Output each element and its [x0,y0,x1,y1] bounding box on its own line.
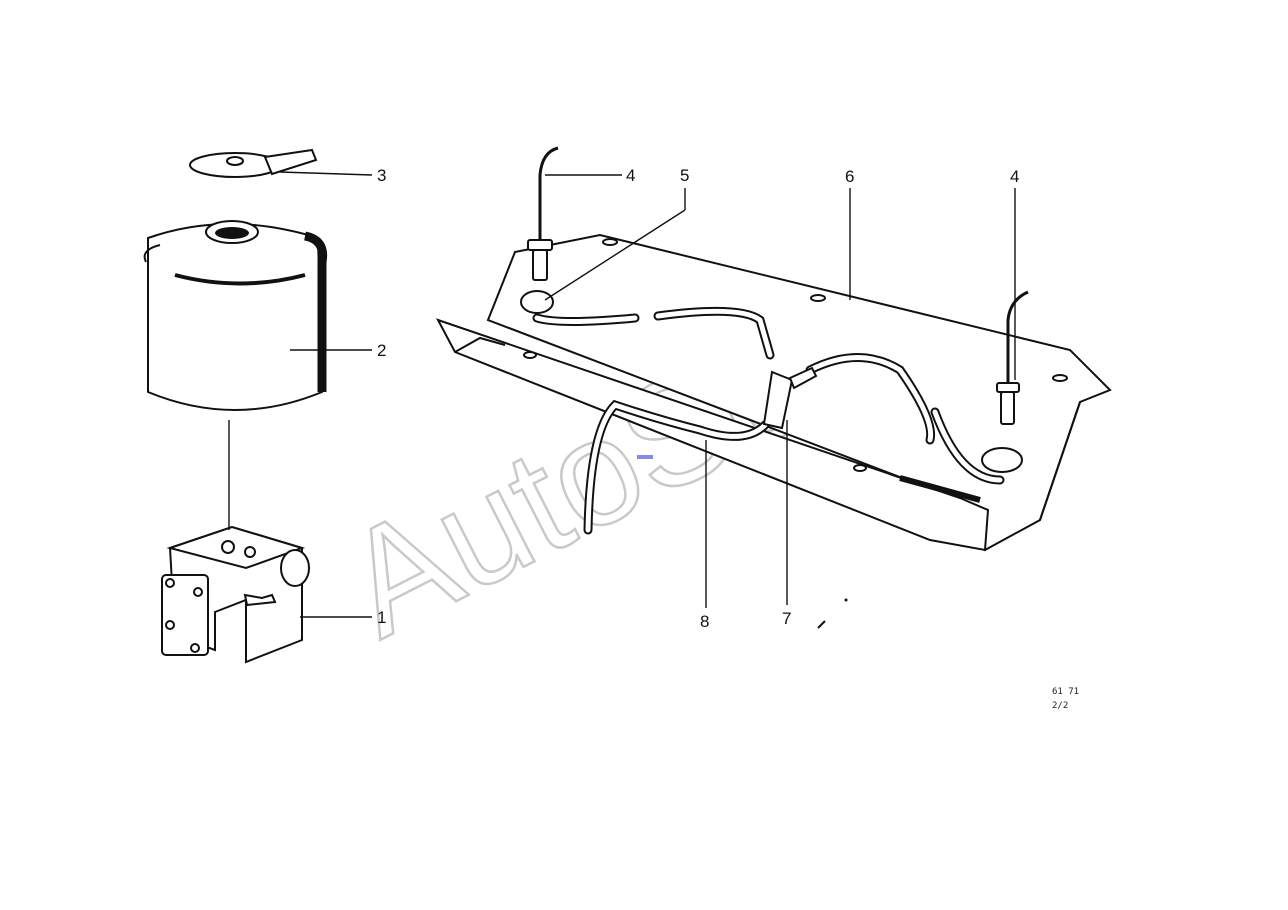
part-3-cover-plate [189,148,318,178]
callout-1: 1 [377,608,386,627]
callout-3: 3 [377,166,386,185]
page-number: 2/2 [1052,701,1068,711]
part-2-reservoir [143,220,328,411]
drawing-code: 61 71 [1052,687,1079,697]
callout-6: 6 [845,167,854,186]
callout-2: 2 [377,341,386,360]
hose-assembly [532,306,1005,535]
marker [637,455,653,459]
callout-7: 7 [782,609,791,628]
part-1-pump [161,420,310,664]
callout-5: 5 [680,166,689,185]
leader-lines [279,171,1016,618]
callout-4-left: 4 [626,166,635,185]
callout-4-right: 4 [1010,167,1019,186]
part-7-t-connector [762,366,818,430]
part-4-nozzle-left [520,146,559,314]
callout-8: 8 [700,612,709,631]
part-4-nozzle-right [981,290,1029,473]
